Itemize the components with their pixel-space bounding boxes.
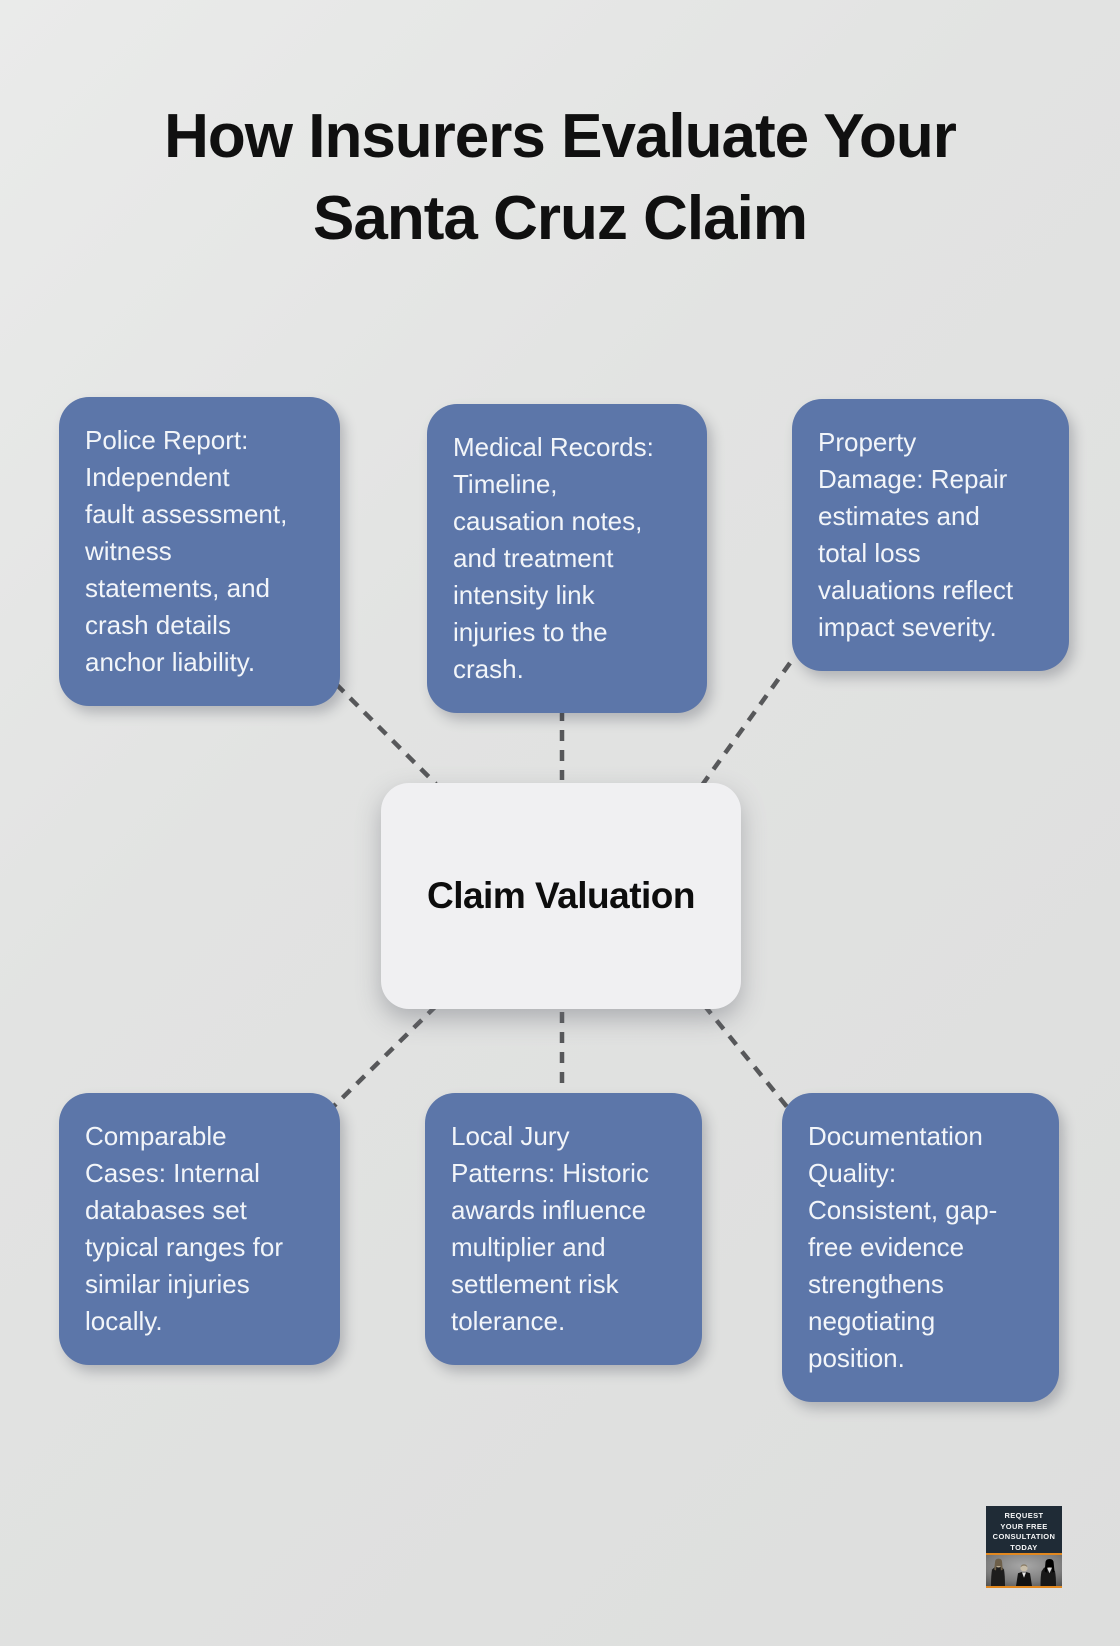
factor-text-medical-records: Medical Records: Timeline, causation not… [453, 432, 654, 684]
factor-text-police-report: Police Report: Independent fault assessm… [85, 425, 288, 677]
factor-text-documentation-quality: Documentation Quality: Consistent, gap- … [808, 1121, 998, 1373]
page-title: How Insurers Evaluate Your Santa Cruz Cl… [164, 102, 957, 253]
factor-card-comparable-cases: Comparable Cases: Internal databases set… [59, 1093, 340, 1365]
factor-card-medical-records: Medical Records: Timeline, causation not… [427, 404, 707, 713]
factor-text-comparable-cases: Comparable Cases: Internal databases set… [85, 1121, 283, 1336]
badge-accent-divider [986, 1553, 1062, 1555]
consultation-cta-text: REQUEST YOUR FREE CONSULTATION TODAY [992, 1511, 1056, 1552]
center-node-label: Claim Valuation [426, 875, 696, 916]
connector-center-to-documentation [702, 1003, 790, 1110]
connector-police-to-center [334, 682, 438, 786]
factor-card-documentation-quality: Documentation Quality: Consistent, gap- … [782, 1093, 1059, 1402]
factor-card-local-jury-patterns: Local Jury Patterns: Historic awards inf… [425, 1093, 702, 1365]
connector-center-to-comparable [332, 1004, 438, 1108]
factor-card-property-damage: Property Damage: Repair estimates and to… [792, 399, 1069, 671]
consultation-cta-badge[interactable]: REQUEST YOUR FREE CONSULTATION TODAY [986, 1506, 1062, 1588]
connector-property-to-center [698, 661, 792, 790]
attorneys-photo [986, 1555, 1062, 1586]
factor-text-local-jury-patterns: Local Jury Patterns: Historic awards inf… [451, 1121, 649, 1336]
center-node-claim-valuation: Claim Valuation [381, 783, 741, 1009]
factor-text-property-damage: Property Damage: Repair estimates and to… [818, 427, 1014, 642]
factor-card-police-report: Police Report: Independent fault assessm… [59, 397, 340, 706]
